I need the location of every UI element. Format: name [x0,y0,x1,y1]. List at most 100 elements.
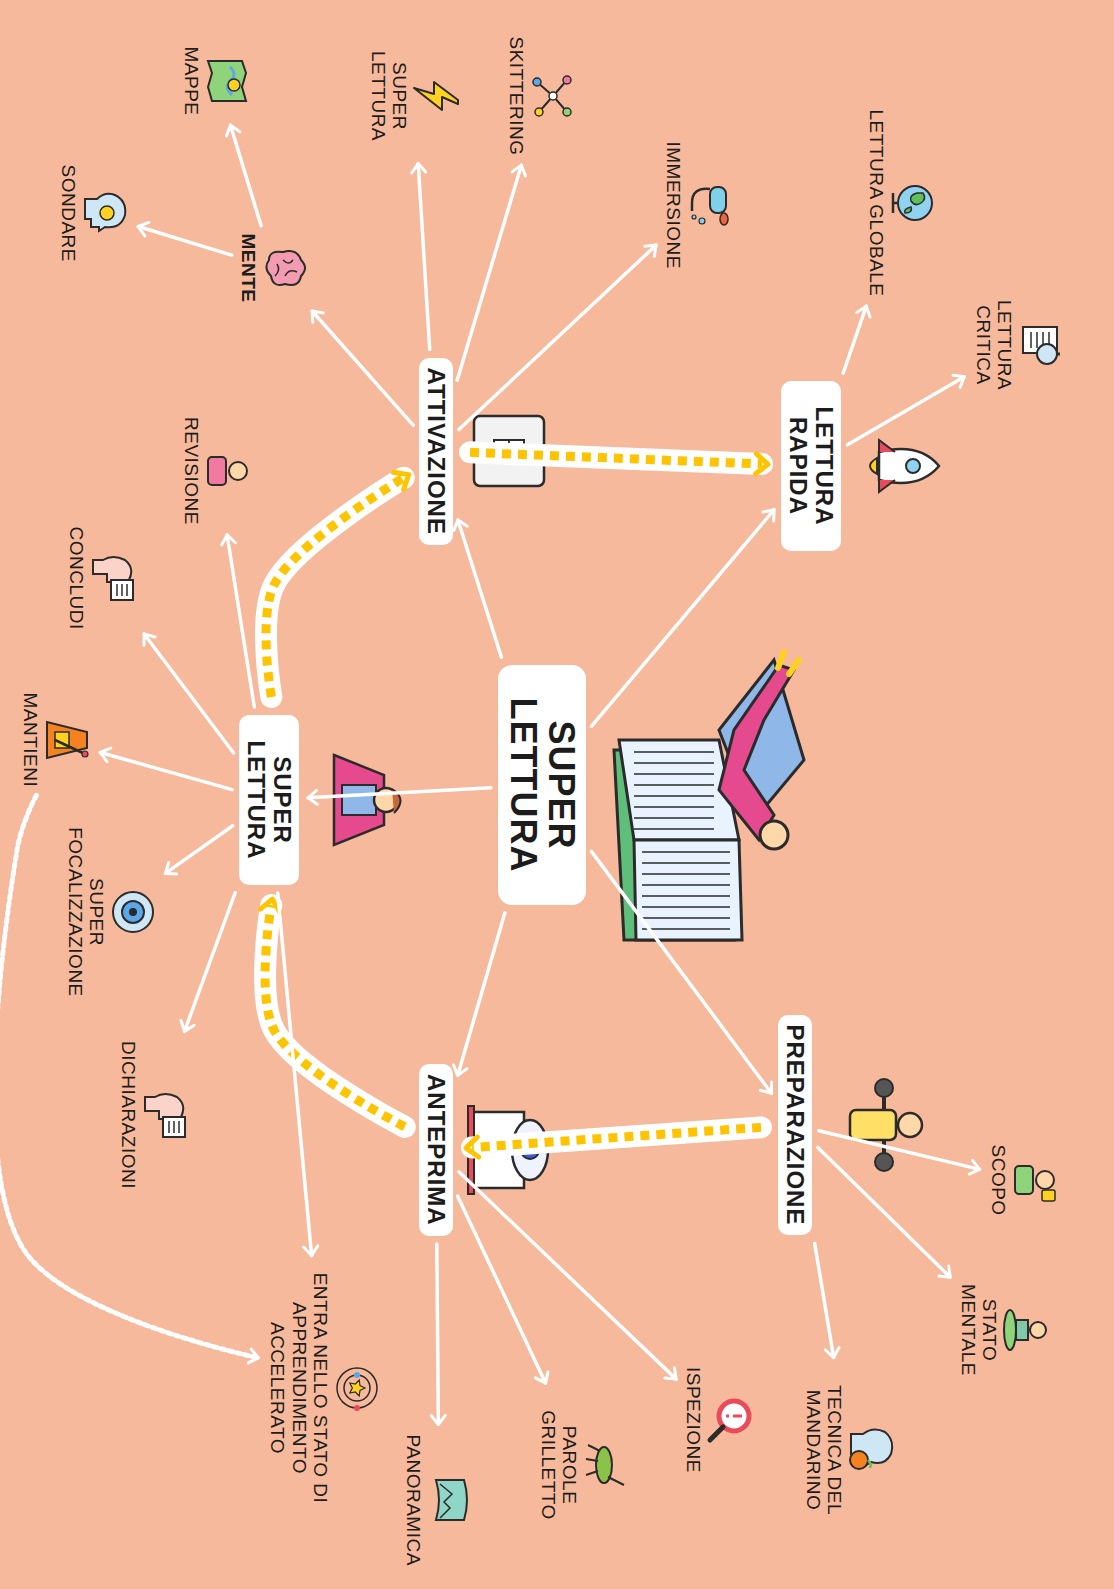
icon-part [778,652,799,674]
icon-part [179,1121,181,1133]
node-label: SKITTERING [506,37,527,156]
page-line [634,817,714,819]
page-line [634,828,714,830]
leaf-node: SKITTERING [503,33,580,160]
topic-box: LETTURA RAPIDA [778,377,844,555]
arrow-connector [312,311,413,425]
page-line [642,862,730,864]
node-icon [262,244,310,292]
icon-part [344,1375,370,1401]
arrow-connector [457,165,521,380]
leaf-node: SONDARE [55,161,132,266]
icon-part [700,218,706,224]
node-label: TECNICA DEL MANDARINO [803,1368,846,1533]
icon-part [711,1427,724,1440]
connector-line [815,1243,834,1357]
icon-part [693,189,711,211]
connector-line [818,1147,950,1277]
node-label: SCOPO [988,1145,1009,1216]
node-label: SUPER LETTURA [498,665,586,905]
node-icon [427,1476,475,1524]
topic-box: SUPER LETTURA [236,711,302,889]
icon-part [354,1372,360,1378]
page-line [634,795,714,797]
icon-part [536,108,544,116]
icon-part [354,1405,360,1411]
node-label: ISPEZIONE [683,1367,704,1473]
leaf-node: IMMERSIONE [660,138,737,273]
icon-part [114,892,154,932]
band-ground [472,1127,761,1147]
arrow-connector [144,634,233,753]
connector-line [458,1196,546,1383]
page-line [634,751,714,753]
arrow-connector [418,163,430,349]
topic-box: ATTIVAZIONE [416,354,456,549]
node-label: PREPARAZIONE [778,1015,812,1236]
arrow-connector [591,851,771,1093]
icon-part [869,1460,872,1468]
leaf-node: PANORAMICA [400,1431,477,1570]
connector-line [458,913,505,1076]
node-label: PAROLE GRILLETTO [538,1393,581,1538]
connector-line [457,165,521,380]
icon-part [169,1121,171,1133]
icon-part [350,1380,365,1396]
icon-part [56,740,86,754]
icon-part [48,722,88,758]
cycle-band [266,478,404,697]
icon-part [875,1079,893,1097]
node-icon [890,179,938,227]
node-icon [1018,321,1066,369]
node-label: IMMERSIONE [663,142,684,269]
connector-line [418,163,430,349]
chevron-connector [0,795,259,1358]
icon-part [127,584,129,596]
node-icon [848,1426,896,1474]
leaf-node: TECNICA DEL MANDARINO [800,1364,899,1537]
page-line [642,917,730,919]
arrow-connector [138,227,231,256]
page-line [634,784,714,786]
icon-part [898,1113,922,1137]
icon-part [101,206,115,220]
leaf-node: CONCLUDI [63,523,140,634]
node-icon [110,888,158,936]
icon-part [727,1414,743,1417]
icon-part [415,82,459,110]
arrow-connector [458,913,505,1076]
node-label: MANTIENI [20,693,41,788]
icon-part [1043,1190,1056,1201]
connector-line [100,752,232,789]
connector-line [843,306,866,373]
band-ground [470,452,762,464]
icon-part [693,215,697,219]
arrow-connector [843,306,866,373]
icon-part [174,1121,176,1133]
band-chevrons [472,1127,761,1147]
arrow-connector [458,1196,546,1383]
arrow-connector [227,535,254,707]
illustration [614,652,804,940]
arrow-connector [459,1172,676,1379]
icon-part [230,462,248,480]
arrow-connector [308,788,491,798]
connector-line [144,634,233,753]
node-label: ATTIVAZIONE [419,358,453,545]
leaf-node: MAPPE [178,43,255,120]
icon-part [337,1368,377,1408]
connector-line [185,893,236,1032]
icon-part [1037,1171,1055,1189]
node-icon [687,181,735,229]
icon-part [209,61,247,101]
icon-part [538,80,568,112]
band-chevrons [266,478,404,697]
node-icon [707,1396,755,1444]
page-line [634,762,714,764]
leaf-node: PAROLE GRILLETTO [535,1389,634,1542]
illustration [334,755,401,845]
icon-part [1031,332,1033,348]
connector-line [227,535,254,707]
